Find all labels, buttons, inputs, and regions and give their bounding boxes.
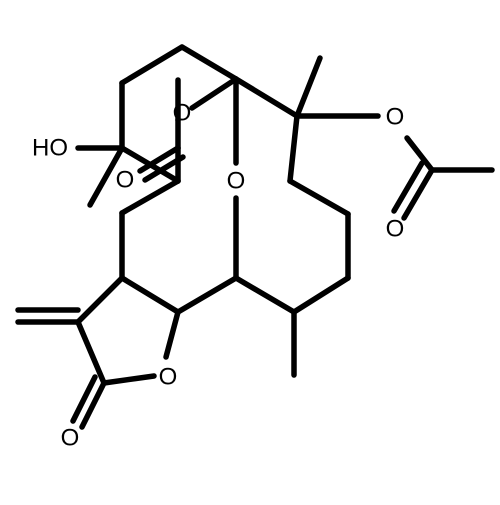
acetate-group: O O: [294, 55, 495, 243]
bond: [291, 275, 351, 315]
double-bond: [137, 145, 181, 174]
bond: [101, 373, 157, 386]
ether-oxygen: O: [227, 168, 246, 195]
lactone-carbonyl-oxygen: O: [61, 425, 80, 452]
macrocycle-left-bonds: [119, 178, 181, 281]
bond: [287, 178, 351, 217]
bond: [119, 145, 181, 184]
ether-bridge: O: [227, 76, 246, 281]
hydroxyl-label: HO: [32, 135, 68, 162]
bond: [233, 76, 300, 119]
bond: [75, 319, 107, 386]
double-bond: [70, 374, 98, 424]
double-bond: [79, 380, 107, 430]
double-bond: [401, 167, 435, 221]
bond: [119, 178, 181, 216]
bond: [179, 44, 239, 82]
bridge-carbonyl-oxygen: O: [116, 167, 135, 194]
bond: [119, 44, 185, 86]
methyl-bond: [294, 55, 323, 119]
macrocycle-right-bonds: [233, 113, 351, 378]
bond: [119, 275, 181, 315]
acetate-carbonyl-oxygen: O: [386, 216, 405, 243]
methyl-bond: [87, 145, 125, 208]
bond: [233, 275, 297, 315]
upper-ring-bonds: [119, 44, 300, 151]
bond: [287, 113, 300, 184]
acetate-ester-oxygen: O: [386, 104, 405, 131]
bond: [75, 275, 125, 325]
lactone-ring: O O: [15, 275, 239, 452]
bridge-ester: O O: [116, 76, 239, 194]
bond: [163, 309, 181, 360]
bond: [175, 275, 239, 315]
lactone-ring-oxygen: O: [159, 364, 178, 391]
bond: [404, 135, 435, 173]
bond: [189, 76, 239, 111]
hydroxyl-group: HO: [32, 135, 181, 208]
bridge-ester-oxygen: O: [173, 100, 192, 127]
double-bond: [391, 160, 425, 214]
